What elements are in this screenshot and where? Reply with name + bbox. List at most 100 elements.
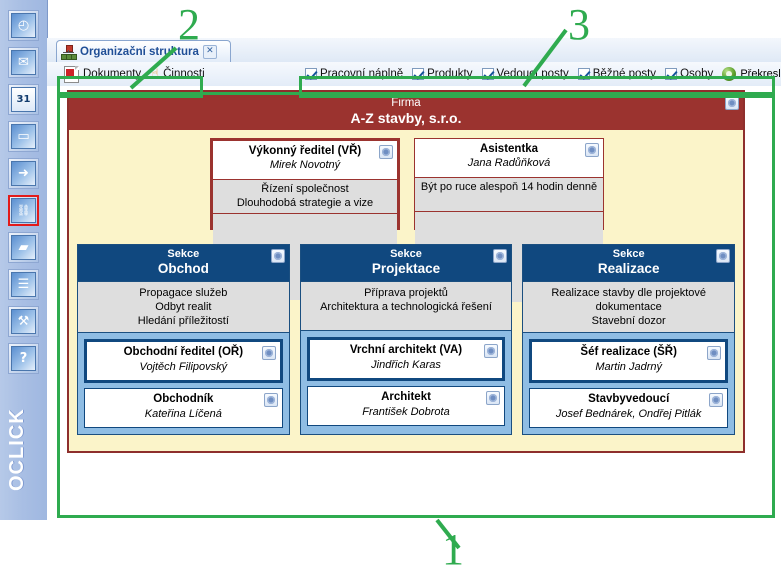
sidebar-item-go[interactable]: ➜ — [8, 158, 39, 189]
toolbar-filter-group: Pracovní náplně Produkty Vedoucí posty B… — [305, 62, 781, 86]
section-caption: Sekce — [390, 248, 422, 260]
toolbar-left-group: Dokumenty ☝ Činnosti — [59, 62, 210, 86]
dokumenty-label: Dokumenty — [83, 68, 142, 80]
checkbox-icon[interactable] — [305, 68, 317, 80]
desc-line: Architektura a technologická řešení — [320, 301, 492, 313]
sidebar-item-clock[interactable]: ◴ — [8, 10, 39, 41]
briefcase-icon: ▭ — [11, 124, 36, 149]
sidebar-item-contacts[interactable]: ☰ — [8, 269, 39, 300]
gear-icon[interactable] — [493, 249, 508, 263]
folder-icon: ▰ — [11, 235, 36, 260]
gear-icon[interactable] — [709, 393, 724, 407]
role-title: Architekt — [381, 391, 431, 403]
role-title: Obchodník — [153, 393, 214, 405]
tab-organizacni-struktura[interactable]: Organizační struktura ✕ — [56, 40, 231, 62]
role-card-vykonny-reditel[interactable]: Výkonný ředitel (VŘ) Mirek Novotný Řízen… — [210, 138, 400, 300]
org-chart-canvas: Firma A-Z stavby, s.r.o. Výkonný ředitel… — [47, 86, 781, 520]
contact-card-icon: ☰ — [11, 272, 36, 297]
gear-icon[interactable] — [585, 143, 599, 157]
gear-icon[interactable] — [379, 145, 393, 159]
left-sidebar: ◴ ✉ 31 ▭ ➜ ⛓ ▰ ☰ ⚒ ? OCLICK — [0, 0, 48, 520]
role-card-lead[interactable]: Vrchní architekt (VA) Jindřich Karas — [306, 337, 506, 381]
desc-line: Hledání příležitostí — [137, 315, 229, 327]
company-name: A-Z stavby, s.r.o. — [350, 109, 462, 126]
gear-icon[interactable] — [716, 249, 731, 263]
role-title: Vrchní architekt (VA) — [349, 344, 463, 356]
section-description: Propagace služeb Odbyt realit Hledání př… — [78, 281, 289, 333]
desc-line: Propagace služeb — [139, 287, 228, 299]
dokumenty-button[interactable]: Dokumenty — [59, 65, 146, 84]
role-card-member[interactable]: Obchodník Kateřina Líčená — [84, 388, 283, 428]
close-icon[interactable]: ✕ — [202, 44, 217, 59]
section-name: Obchod — [157, 261, 209, 276]
role-card-member[interactable]: Stavbyvedoucí Josef Bednárek, Ondřej Pit… — [529, 388, 729, 428]
section-projektace[interactable]: Sekce Projektace Příprava projektů Archi… — [299, 244, 513, 435]
gear-icon[interactable] — [725, 96, 739, 110]
section-name: Realizace — [597, 261, 660, 276]
help-icon: ? — [11, 346, 36, 371]
gear-icon[interactable] — [484, 344, 499, 358]
checkbox-label: Běžné posty — [592, 68, 657, 80]
desc-line: Příprava projektů — [364, 287, 448, 299]
cinnosti-button[interactable]: ☝ Činnosti — [146, 67, 209, 82]
app-window: Organizační struktura ✕ Dokumenty ☝ Činn… — [47, 38, 781, 520]
sidebar-item-settings[interactable]: ⚒ — [8, 306, 39, 337]
sections-row: Sekce Obchod Propagace služeb Odbyt real… — [77, 244, 736, 435]
prekreslit-button[interactable]: Překreslit — [722, 67, 781, 81]
checkbox-pracovni-naplne[interactable]: Pracovní náplně — [305, 68, 403, 80]
checkbox-label: Pracovní náplně — [320, 68, 404, 80]
checkbox-icon[interactable] — [412, 68, 425, 80]
clock-icon: ◴ — [11, 13, 36, 38]
role-title: Stavbyvedoucí — [588, 393, 670, 405]
checkbox-vedouci-posty[interactable]: Vedoucí posty — [481, 68, 569, 80]
section-obchod[interactable]: Sekce Obchod Propagace služeb Odbyt real… — [77, 244, 290, 435]
section-caption: Sekce — [612, 248, 645, 260]
checkbox-osoby[interactable]: Osoby — [665, 68, 713, 80]
checkbox-icon[interactable] — [577, 68, 590, 80]
mail-icon: ✉ — [11, 50, 36, 75]
desc-line: Realizace stavby dle projektové — [551, 287, 707, 299]
checkbox-bezne-posty[interactable]: Běžné posty — [577, 68, 657, 80]
role-person: Josef Bednárek, Ondřej Pitlák — [555, 408, 702, 420]
section-roles: Obchodní ředitel (OŘ) Vojtěch Filipovský… — [78, 333, 289, 434]
duty-line: Být po ruce alespoň 14 hodin denně — [420, 181, 598, 193]
role-card-asistentka[interactable]: Asistentka Jana Radůňková Být po ruce al… — [414, 138, 604, 302]
annotation-number-1: 1 — [442, 525, 464, 574]
gear-icon[interactable] — [263, 393, 278, 407]
sidebar-item-help[interactable]: ? — [8, 343, 39, 374]
role-head: Výkonný ředitel (VŘ) Mirek Novotný — [213, 141, 397, 179]
gear-icon[interactable] — [486, 391, 501, 405]
checkbox-icon[interactable] — [481, 68, 494, 80]
company-header: Firma A-Z stavby, s.r.o. — [69, 92, 743, 130]
sidebar-item-calendar[interactable]: 31 — [8, 84, 39, 115]
gear-icon[interactable] — [261, 346, 276, 360]
sidebar-item-mail[interactable]: ✉ — [8, 47, 39, 78]
brand-logo: OCLICK — [6, 408, 28, 492]
section-realizace[interactable]: Sekce Realizace Realizace stavby dle pro… — [522, 244, 736, 435]
checkbox-icon[interactable] — [665, 68, 678, 80]
role-person: Martin Jadrný — [595, 361, 662, 373]
toolbar: Dokumenty ☝ Činnosti Pracovní náplně Pro… — [47, 62, 781, 87]
recycle-icon — [722, 67, 737, 81]
top-role-row: Výkonný ředitel (VŘ) Mirek Novotný Řízen… — [69, 130, 743, 302]
sidebar-item-briefcase[interactable]: ▭ — [8, 121, 39, 152]
org-structure-icon: ⛓ — [11, 198, 36, 223]
role-duties: Být po ruce alespoň 14 hodin denně — [415, 177, 603, 211]
gear-icon[interactable] — [707, 346, 722, 360]
role-card-member[interactable]: Architekt František Dobrota — [306, 386, 506, 426]
hand-pointer-icon: ☝ — [151, 66, 160, 82]
role-person: Mirek Novotný — [269, 159, 341, 171]
calendar-icon: 31 — [11, 87, 36, 112]
role-duties: Řízení společnost Dlouhodobá strategie a… — [213, 179, 397, 213]
role-card-lead[interactable]: Šéf realizace (ŠŘ) Martin Jadrný — [529, 339, 729, 383]
section-description: Příprava projektů Architektura a technol… — [300, 281, 512, 331]
gear-icon[interactable] — [270, 249, 285, 263]
role-card-lead[interactable]: Obchodní ředitel (OŘ) Vojtěch Filipovský — [84, 339, 283, 383]
checkbox-produkty[interactable]: Produkty — [412, 68, 473, 80]
role-title: Šéf realizace (ŠŘ) — [580, 346, 677, 358]
sidebar-item-org-structure[interactable]: ⛓ — [8, 195, 39, 226]
section-description: Realizace stavby dle projektové dokument… — [523, 281, 735, 333]
wrench-icon: ⚒ — [11, 309, 36, 334]
checkbox-label: Osoby — [680, 68, 714, 80]
sidebar-item-folder[interactable]: ▰ — [8, 232, 39, 263]
